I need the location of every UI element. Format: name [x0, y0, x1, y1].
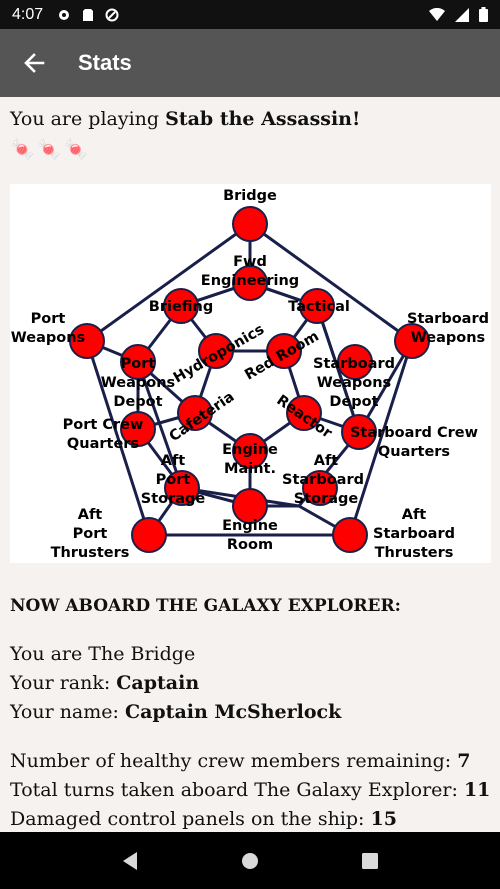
label-engineering: Engineering: [201, 273, 299, 289]
damaged-panels-value: 15: [370, 808, 397, 830]
node-engine-maint: [232, 433, 268, 469]
nav-recents-button[interactable]: [350, 841, 390, 881]
arrow-left-icon: [24, 53, 45, 73]
ship-map: Bridge Fwd Engineering Briefing Tactical…: [10, 184, 491, 563]
rank-line: Your rank: Captain: [10, 672, 200, 694]
wifi-icon: [429, 7, 445, 21]
node-briefing: [163, 288, 199, 324]
signal-icon: [455, 7, 469, 22]
recents-square-icon: [362, 852, 378, 869]
label-er-2: Room: [227, 537, 273, 553]
stats-content[interactable]: You are playing Stab the Assassin! 🍬🍬🍬: [0, 97, 500, 832]
node-port-crew-quarters: [120, 411, 156, 447]
label-pwd-2: Weapons: [101, 375, 175, 391]
nav-home-button[interactable]: [230, 841, 270, 881]
node-aft-starboard-thrusters: [332, 517, 368, 553]
node-reactor: [286, 395, 322, 431]
battery-icon: [479, 7, 488, 22]
label-apt-3: Thrusters: [51, 545, 130, 561]
candy-icons: 🍬🍬🍬: [10, 137, 91, 161]
playing-line: You are playing Stab the Assassin!: [10, 108, 361, 130]
you-are-line: You are The Bridge: [10, 643, 196, 665]
label-swd-3: Depot: [329, 394, 378, 410]
label-pwd-3: Depot: [113, 394, 162, 410]
label-briefing: Briefing: [149, 299, 213, 315]
label-swd-1: Starboard: [313, 356, 395, 372]
node-engine-room: [232, 488, 268, 524]
healthy-crew-line: Number of healthy crew members remaining…: [10, 750, 471, 772]
navigation-bar: [0, 832, 500, 889]
status-time: 4:07: [12, 5, 44, 23]
label-pwd-1: Port: [121, 356, 156, 372]
sd-card-icon: [83, 8, 94, 21]
healthy-crew-value: 7: [457, 750, 471, 772]
name-value: Captain McSherlock: [124, 701, 342, 723]
name-line: Your name: Captain McSherlock: [10, 701, 342, 723]
label-aps-1: Aft: [161, 453, 186, 469]
triangle-back-icon: [123, 851, 137, 870]
label-apt-1: Aft: [78, 507, 103, 523]
gear-icon: [59, 9, 70, 20]
label-fwd: Fwd: [233, 254, 267, 270]
label-apt-2: Port: [73, 526, 108, 542]
node-starboard-weapons: [394, 323, 430, 359]
node-hydroponics: [198, 333, 234, 369]
label-scq-2: Quarters: [378, 444, 450, 460]
label-ast-3: Thrusters: [375, 545, 454, 561]
label-er-1: Engine: [222, 518, 278, 534]
label-em-2: Maint.: [224, 461, 276, 477]
label-tactical: Tactical: [288, 299, 350, 315]
label-ass-3: Storage: [294, 491, 359, 507]
node-starboard-weapons-depot: [337, 344, 373, 380]
home-circle-icon: [242, 852, 258, 869]
data-saver-icon: [105, 8, 119, 21]
label-pcq-1: Port Crew: [63, 417, 144, 433]
label-port-weapons-1: Port: [31, 311, 66, 327]
node-tactical: [299, 288, 335, 324]
node-fwd-engineering: [232, 265, 268, 301]
node-red-room: [266, 333, 302, 369]
status-bar: 4:07: [0, 0, 500, 29]
damaged-panels-line: Damaged control panels on the ship: 15: [10, 808, 397, 830]
node-cafeteria: [177, 395, 213, 431]
node-aft-starboard-storage: [302, 470, 338, 506]
label-swd-2: Weapons: [317, 375, 391, 391]
nav-back-button[interactable]: [110, 841, 150, 881]
label-ast-1: Aft: [402, 507, 427, 523]
app-bar: Stats: [0, 29, 500, 97]
label-bridge: Bridge: [223, 188, 277, 204]
turns-value: 11: [463, 779, 491, 801]
label-aps-2: Port: [156, 472, 191, 488]
section-title: NOW ABOARD THE GALAXY EXPLORER:: [10, 596, 401, 616]
label-pcq-2: Quarters: [67, 436, 139, 452]
node-bridge: [232, 206, 268, 242]
rank-value: Captain: [116, 672, 200, 694]
node-aft-port-storage: [164, 470, 200, 506]
label-aps-3: Storage: [141, 491, 206, 507]
label-ast-2: Starboard: [373, 526, 455, 542]
label-port-weapons-2: Weapons: [11, 330, 85, 346]
label-starboard-weapons-1: Starboard: [407, 311, 489, 327]
label-scq-1: Starboard Crew: [350, 425, 478, 441]
node-aft-port-thrusters: [131, 517, 167, 553]
node-starboard-crew-quarters: [341, 414, 377, 450]
label-ass-1: Aft: [314, 453, 339, 469]
label-ass-2: Starboard: [282, 472, 364, 488]
game-name: Stab the Assassin!: [165, 108, 361, 130]
node-port-weapons: [69, 323, 105, 359]
page-title: Stats: [78, 50, 132, 75]
back-button[interactable]: [10, 39, 58, 87]
node-port-weapons-depot: [120, 344, 156, 380]
label-starboard-weapons-2: Weapons: [411, 330, 485, 346]
label-em-1: Engine: [222, 442, 278, 458]
turns-line: Total turns taken aboard The Galaxy Expl…: [10, 779, 491, 801]
